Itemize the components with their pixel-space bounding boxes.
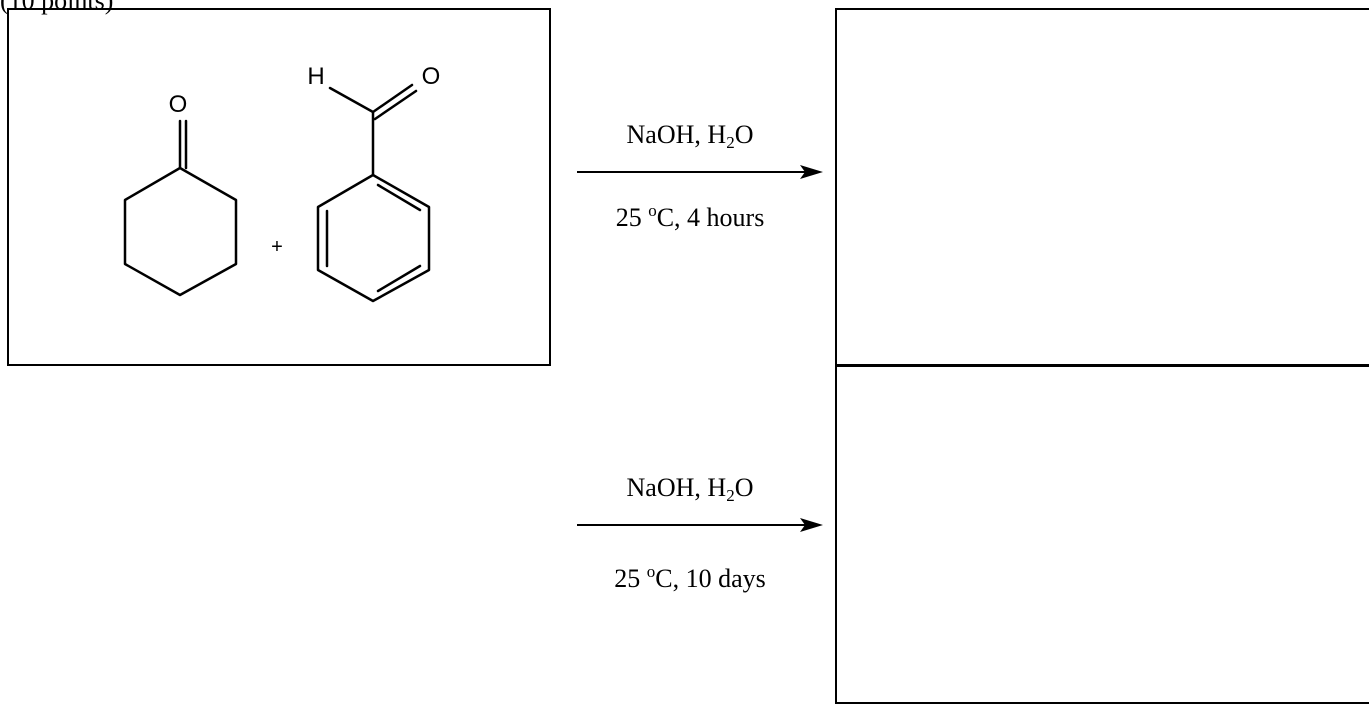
reactants-box <box>7 8 551 366</box>
reagent-subscript: 2 <box>726 486 735 505</box>
degree-mark: o <box>646 562 656 581</box>
degree-mark: o <box>648 201 657 220</box>
reaction-1-reagents: NaOH, H2O <box>565 120 815 152</box>
reagent-text: NaOH, H <box>626 473 727 502</box>
reaction-arrow-1-head <box>800 165 823 179</box>
aldehyde-hydrogen-label: H <box>307 63 324 90</box>
cyclohexanone-oxygen-label: O <box>169 91 188 118</box>
cyclohexanone-structure <box>123 119 238 297</box>
header-fragment: (10 points) <box>0 0 114 15</box>
reaction-2-conditions: 25 oC, 10 days <box>565 562 815 594</box>
condition-text: C, 10 days <box>655 564 766 593</box>
plus-sign: + <box>271 236 283 258</box>
reagent-subscript: 2 <box>726 133 735 152</box>
temperature-value: 25 <box>614 564 647 593</box>
reaction-arrows <box>577 165 823 532</box>
reaction-1-conditions: 25 oC, 4 hours <box>565 201 815 233</box>
reagent-text-end: O <box>734 473 754 502</box>
temperature-value: 25 <box>615 203 649 232</box>
benzaldehyde-structure <box>316 83 431 303</box>
reagent-text-end: O <box>734 120 754 149</box>
condition-text: C, 4 hours <box>656 203 765 232</box>
product-box-1[interactable] <box>835 8 1369 367</box>
reagent-text: NaOH, H <box>626 120 727 149</box>
reaction-2-reagents: NaOH, H2O <box>565 473 815 505</box>
aldehyde-oxygen-label: O <box>422 63 441 90</box>
reaction-arrow-2-head <box>800 518 823 532</box>
